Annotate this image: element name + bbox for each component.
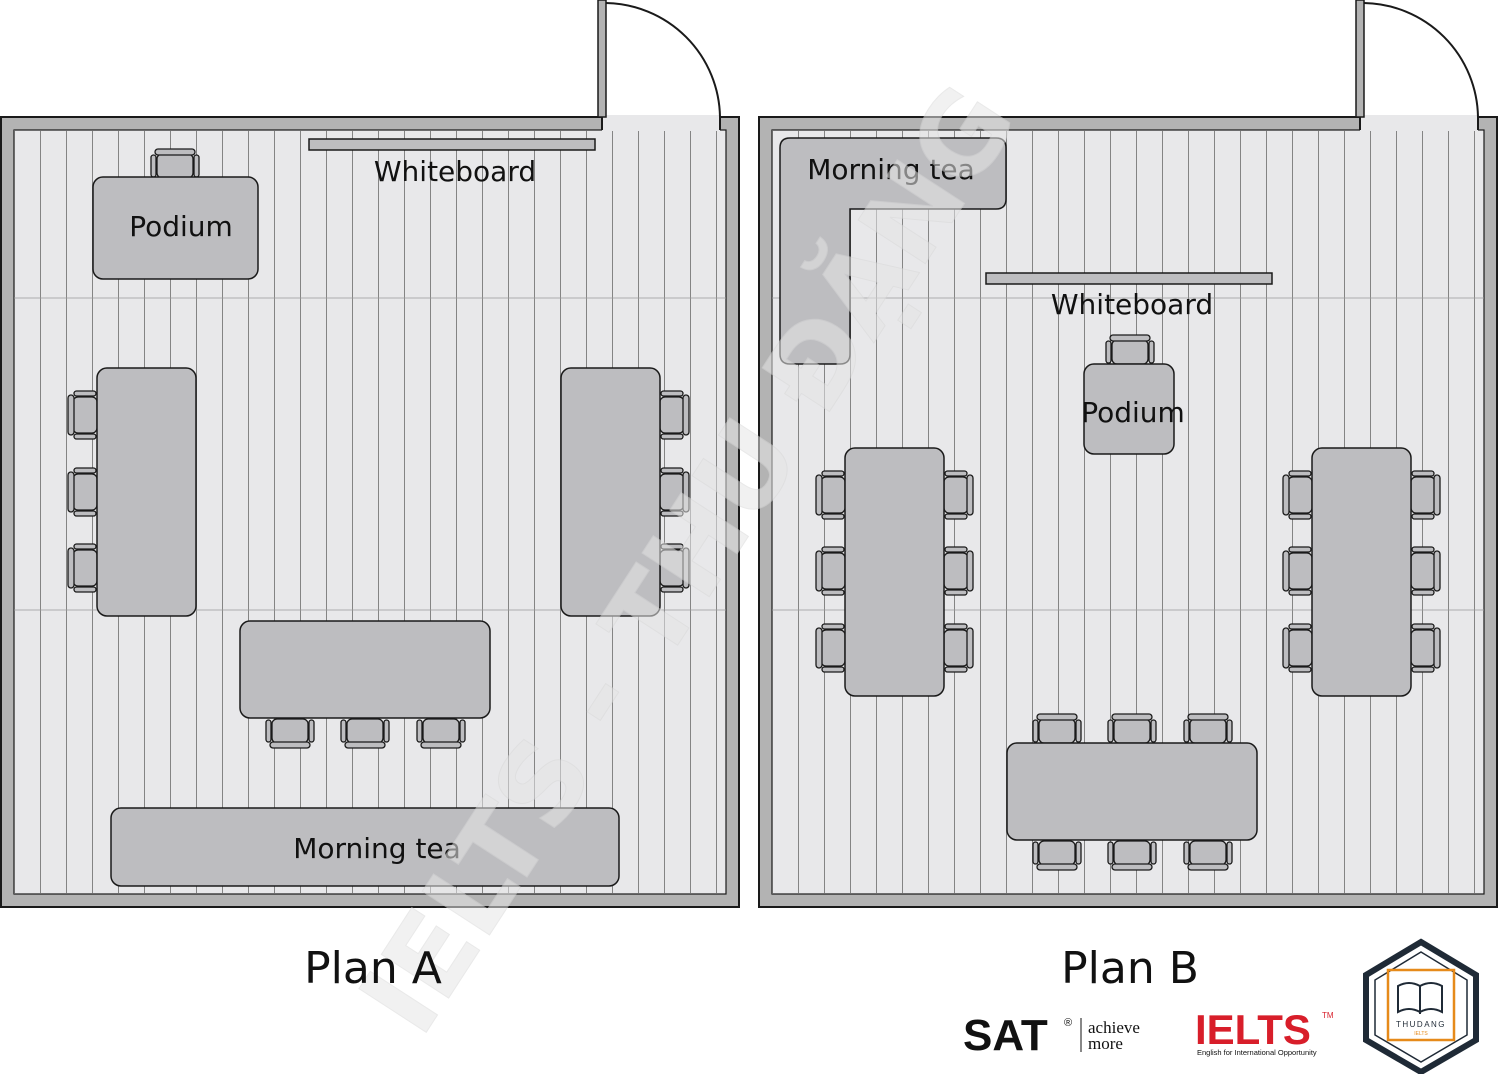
plan-b-whiteboard (985, 272, 1273, 285)
chair (67, 467, 98, 517)
thudang-logo: THUDANG IELTS (1363, 938, 1479, 1074)
sat-logo: SAT ® achieve more (963, 1011, 1140, 1060)
chair (1032, 840, 1082, 871)
plan-a-left-table-chairs (67, 390, 98, 593)
plan-a-door-leaf (597, 0, 607, 118)
plan-b-left-table (844, 447, 945, 697)
plan-b-morning-tea-table (779, 137, 1007, 365)
chair (1105, 334, 1155, 365)
chair (659, 543, 690, 593)
chair (943, 546, 974, 596)
plan-a-title: Plan A (304, 943, 442, 994)
ielts-logo: IELTS TM English for International Oppor… (1195, 1006, 1334, 1057)
plan-a-podium-chair (150, 148, 200, 179)
plan-a-door-swing (605, 2, 721, 118)
chair (659, 467, 690, 517)
plan-a-morning-tea-table (110, 807, 620, 887)
plan-a-right-table (560, 367, 661, 617)
plan-b-right-table (1311, 447, 1412, 697)
plan-b-morning-tea-label: Morning tea (807, 153, 975, 186)
ielts-logo-mark: TM (1322, 1011, 1334, 1020)
chair (1282, 546, 1313, 596)
chair (1410, 546, 1441, 596)
chair (67, 543, 98, 593)
chair (1183, 840, 1233, 871)
plan-a-door-opening (602, 115, 720, 131)
plan-b-right-table-chairs (1282, 470, 1441, 673)
plan-b-podium (1083, 363, 1175, 455)
chair (1410, 470, 1441, 520)
chair (815, 470, 846, 520)
plan-b-door-opening (1360, 115, 1478, 131)
plan-b: Morning tea Whiteboard Podium (758, 0, 1498, 908)
plan-b-whiteboard-label: Whiteboard (1051, 288, 1213, 321)
plan-a-right-table-chairs (659, 390, 690, 593)
plan-a-whiteboard-label: Whiteboard (374, 155, 536, 188)
sat-logo-text: SAT (963, 1011, 1048, 1060)
chair (1032, 713, 1082, 744)
plan-b-bottom-table-chairs (1032, 713, 1233, 871)
plan-a-podium (92, 176, 259, 280)
plan-a: Whiteboard Podium Morning tea (0, 0, 740, 908)
chair (67, 390, 98, 440)
chair (1183, 713, 1233, 744)
chair (416, 718, 466, 749)
plan-b-title: Plan B (1061, 943, 1199, 994)
plan-b-podium-chair (1105, 334, 1155, 365)
thudang-badge-frame (1386, 968, 1456, 1042)
chair (815, 546, 846, 596)
chair (1107, 840, 1157, 871)
sat-logo-mark: ® (1064, 1017, 1072, 1029)
chair (943, 623, 974, 673)
ielts-logo-tagline: English for International Opportunity (1197, 1048, 1317, 1057)
plan-b-left-table-chairs (815, 470, 974, 673)
chair (659, 390, 690, 440)
plan-a-morning-tea-label: Morning tea (293, 832, 461, 865)
chair (1282, 470, 1313, 520)
plan-b-door-leaf (1355, 0, 1365, 118)
plan-a-left-table (96, 367, 197, 617)
plan-b-podium-label: Podium (1081, 396, 1185, 429)
chair (815, 623, 846, 673)
plan-a-center-table-chairs (265, 718, 466, 749)
chair (340, 718, 390, 749)
thudang-logo-text: THUDANG (1396, 1020, 1446, 1029)
thudang-logo-sub: IELTS (1414, 1031, 1428, 1037)
chair (1107, 713, 1157, 744)
chair (150, 148, 200, 179)
plan-b-bottom-table (1006, 742, 1258, 841)
plan-a-podium-label: Podium (129, 210, 233, 243)
chair (943, 470, 974, 520)
sat-logo-tagline-2: more (1088, 1034, 1123, 1053)
sat-logo-tagline-1: achieve (1088, 1018, 1140, 1037)
open-book-icon (1397, 982, 1443, 1014)
ielts-logo-text: IELTS (1195, 1006, 1311, 1053)
chair (1282, 623, 1313, 673)
plan-a-whiteboard (308, 138, 596, 151)
chair (1410, 623, 1441, 673)
plan-a-center-table (239, 620, 491, 719)
plan-b-door-swing (1363, 2, 1479, 118)
chair (265, 718, 315, 749)
